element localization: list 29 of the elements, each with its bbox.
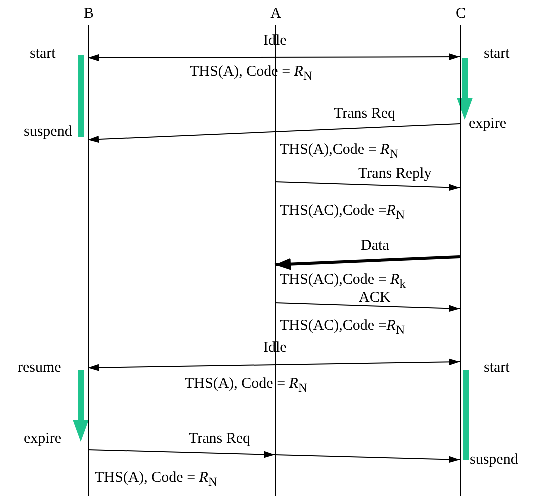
code-label: THS(A), Code = R$_{N}$	[95, 470, 218, 491]
arrow	[274, 182, 460, 192]
timer-label: resume	[18, 360, 62, 377]
timer-label: expire	[24, 431, 62, 448]
code-label: THS(AC),Code =R$_{N}$	[280, 203, 405, 224]
code-label: THS(AC),Code =R$_{N}$	[280, 318, 405, 339]
edge-label: Trans Req	[189, 431, 251, 448]
timer-label: start	[484, 360, 510, 377]
edge-label: Data	[361, 238, 390, 255]
timer-label: start	[484, 46, 510, 63]
edge-label: Trans Reply	[358, 166, 432, 183]
arrow	[88, 450, 460, 463]
timer-label: suspend	[24, 124, 72, 141]
timer-label: expire	[469, 116, 506, 133]
double-arrow	[88, 358, 460, 372]
thick-arrow	[274, 256, 460, 270]
timer-label: start	[30, 46, 56, 63]
lifeline-head: C	[454, 6, 467, 23]
edge-label: ACK	[359, 290, 391, 307]
arrow	[274, 302, 460, 312]
timer-label: suspend	[470, 452, 518, 469]
edge-label: Trans Req	[334, 106, 396, 123]
double-arrow	[88, 54, 460, 62]
lifeline-head: B	[82, 6, 95, 23]
arrow	[88, 124, 460, 144]
code-label: THS(AC),Code = R$_{k}$	[280, 272, 406, 292]
code-label: THS(A), Code = R$_{N}$	[185, 376, 308, 397]
lifeline-head: A	[270, 6, 282, 23]
code-label: THS(A),Code = R$_{N}$	[280, 142, 399, 163]
